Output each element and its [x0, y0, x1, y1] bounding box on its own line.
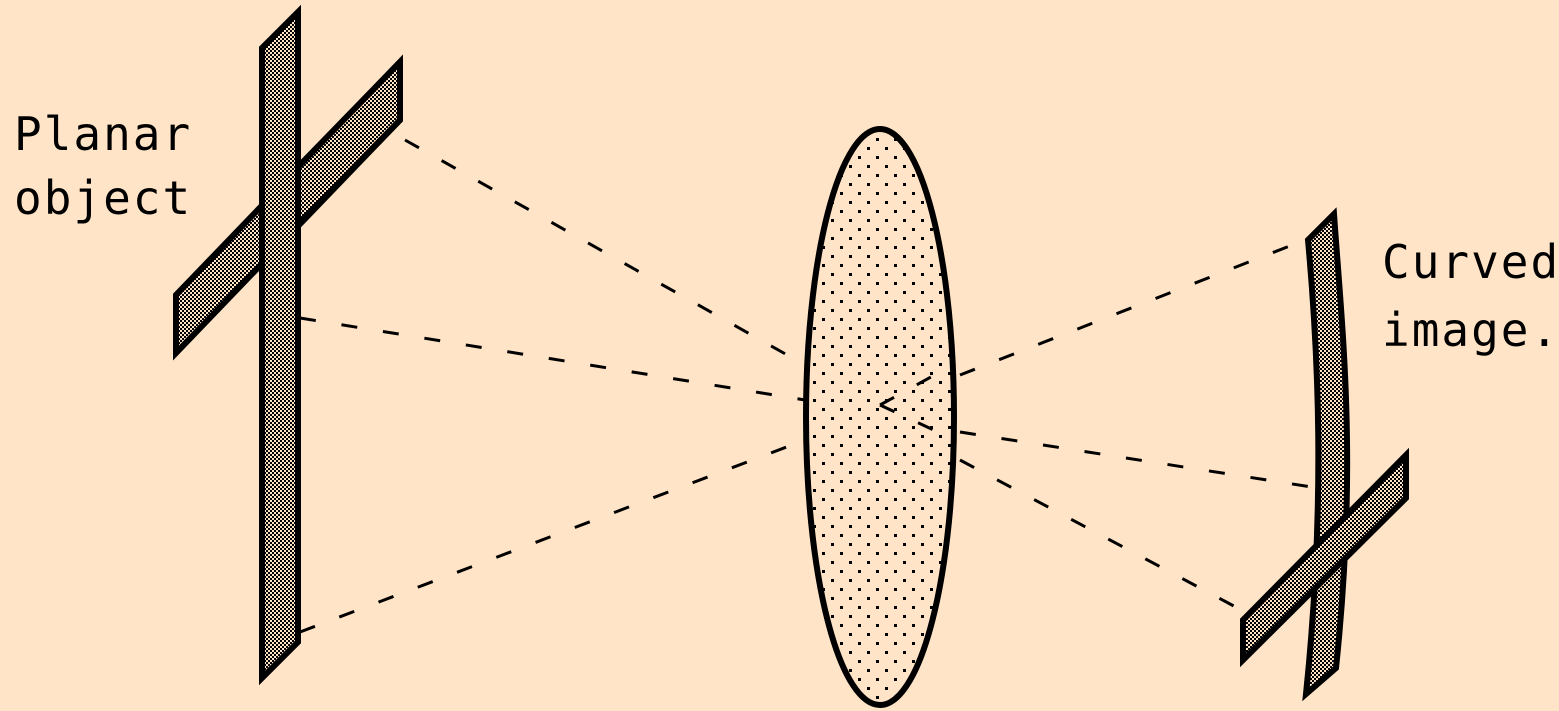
lens — [806, 129, 954, 705]
curved-image-vertical-bar — [1306, 214, 1347, 694]
planar-object-label-line1: Planar — [14, 107, 192, 161]
ray-middle-incoming — [300, 318, 805, 400]
planar-object-label-line2: object — [14, 171, 192, 225]
planar-object-bar-overlap — [298, 62, 400, 225]
ray-lower-outgoing — [960, 460, 1245, 612]
planar-object-cross — [176, 12, 400, 678]
ray-upper-incoming — [405, 140, 805, 365]
ray-lower-incoming — [300, 440, 805, 632]
ray-middle-outgoing — [960, 432, 1318, 488]
planar-object-vertical-bar — [262, 12, 298, 678]
curved-image-label-line1: Curved — [1382, 235, 1559, 289]
ray-upper-outgoing — [960, 240, 1305, 375]
curved-image-label-line2: image. — [1382, 303, 1559, 357]
